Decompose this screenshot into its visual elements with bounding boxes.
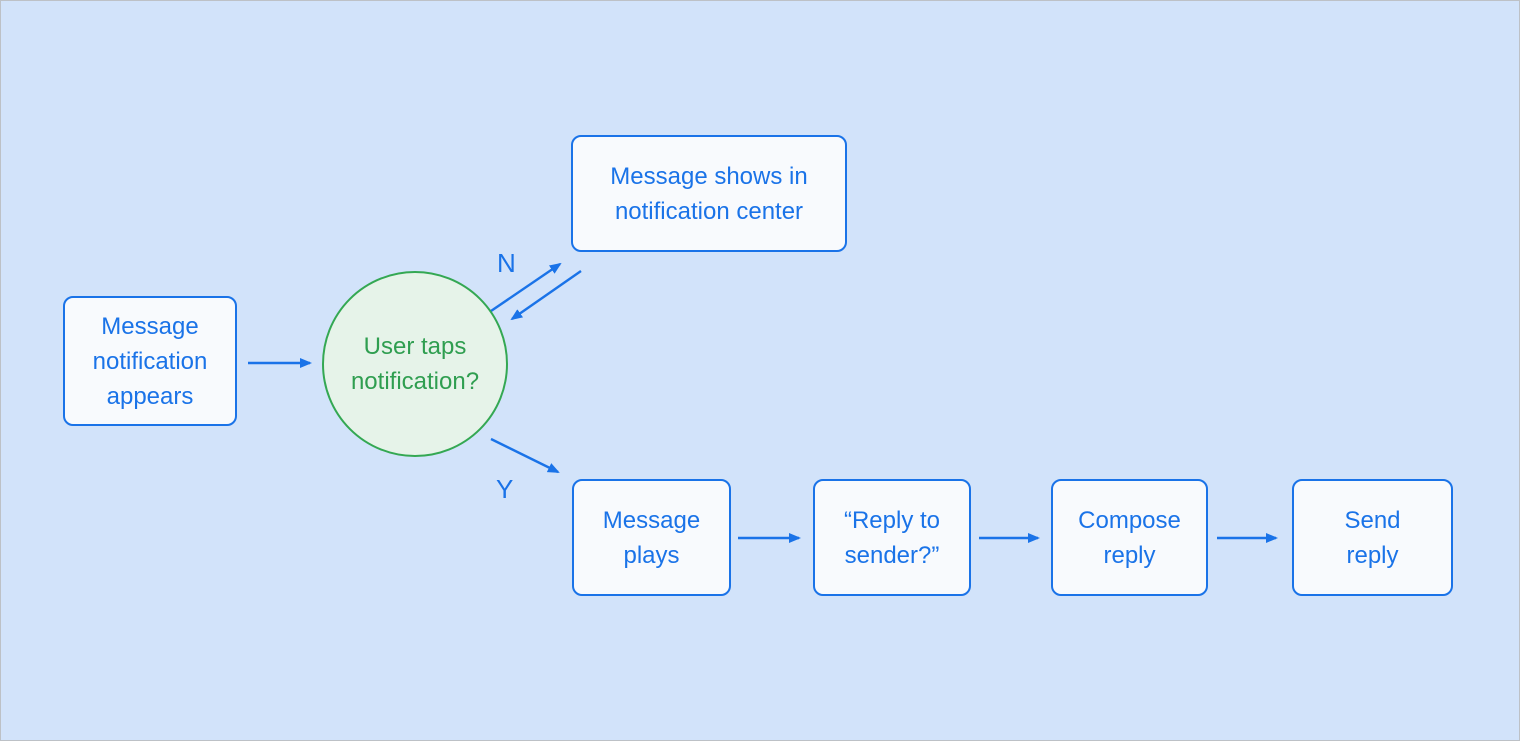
node-user-taps-notification-decision: User taps notification? [322,271,508,457]
node-message-plays-label: Message plays [602,506,701,569]
node-compose-reply-label: Compose reply [1078,506,1181,569]
node-reply-to-sender-label: “Reply to sender?” [843,506,941,569]
edge-label-yes: Y [496,474,514,504]
node-message-plays: Message plays [572,479,731,596]
node-message-notification-appears-label: Message notification appears [92,312,208,410]
edge-label-no: N [497,248,516,278]
node-message-notification-appears: Message notification appears [63,296,237,426]
node-user-taps-notification-label: User taps notification? [350,333,480,395]
node-message-shows-in-notification-center-label: Message shows in notification center [610,162,808,225]
node-message-shows-in-notification-center: Message shows in notification center [571,135,847,252]
node-send-reply: Send reply [1292,479,1453,596]
node-reply-to-sender: “Reply to sender?” [813,479,971,596]
node-compose-reply: Compose reply [1051,479,1208,596]
arrow-decision-to-message-plays [490,437,560,474]
arrow-decision-to-notification-center [490,262,562,312]
node-send-reply-label: Send reply [1344,506,1401,569]
arrow-notification-center-to-decision [510,270,582,321]
